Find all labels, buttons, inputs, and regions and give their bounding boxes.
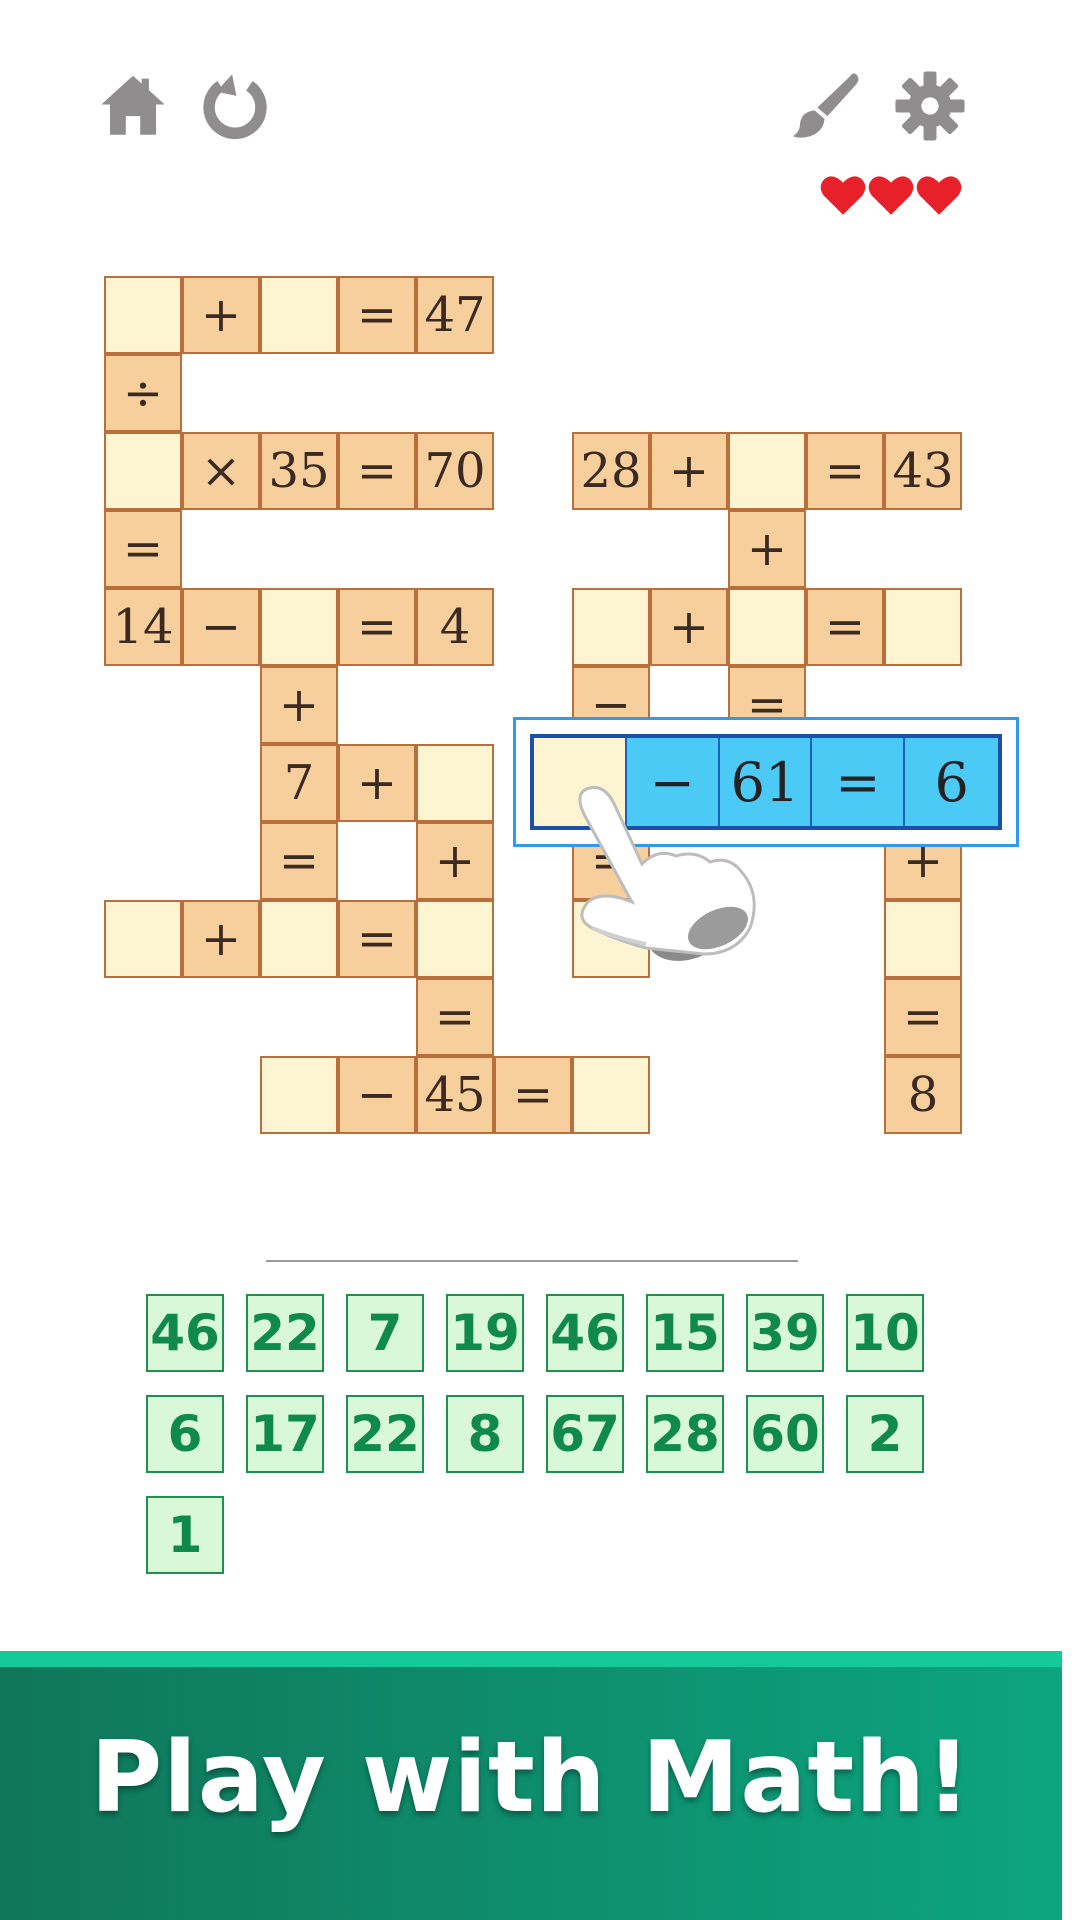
answer-tile[interactable]: 10: [846, 1294, 924, 1372]
grid-cell-blank[interactable]: [260, 900, 338, 978]
brush-icon: [792, 73, 859, 138]
grid-cell: 8: [884, 1056, 962, 1134]
grid-cell: +: [650, 432, 728, 510]
grid-cell: =: [884, 978, 962, 1056]
grid-cell-blank[interactable]: [104, 432, 182, 510]
grid-cell: =: [260, 822, 338, 900]
grid-cell-blank[interactable]: [728, 588, 806, 666]
banner-title: Play with Math!: [90, 1721, 972, 1835]
answer-tile[interactable]: 7: [346, 1294, 424, 1372]
grid-cell: =: [806, 432, 884, 510]
restart-button[interactable]: [199, 70, 271, 142]
heart-icon: [820, 172, 866, 218]
highlight-cell-operator: −: [626, 738, 720, 826]
grid-cell: ×: [182, 432, 260, 510]
grid-cell: −: [338, 1056, 416, 1134]
answer-tile[interactable]: 46: [546, 1294, 624, 1372]
grid-cell-blank[interactable]: [260, 1056, 338, 1134]
grid-cell: 28: [572, 432, 650, 510]
grid-cell-blank[interactable]: [104, 900, 182, 978]
highlight-cell-equals: =: [812, 738, 906, 826]
grid-cell: =: [494, 1056, 572, 1134]
answer-tile[interactable]: 46: [146, 1294, 224, 1372]
answer-tile[interactable]: 39: [746, 1294, 824, 1372]
gear-icon: [895, 71, 965, 141]
grid-cell: 43: [884, 432, 962, 510]
highlight-cell-blank[interactable]: [534, 738, 627, 826]
grid-cell: +: [728, 510, 806, 588]
home-button[interactable]: [97, 70, 169, 142]
grid-cell: +: [416, 822, 494, 900]
grid-cell: +: [650, 588, 728, 666]
grid-cell: =: [338, 432, 416, 510]
highlight-cell-result: 6: [905, 738, 999, 826]
highlight-cell-number: 61: [719, 738, 813, 826]
grid-cell: =: [338, 276, 416, 354]
grid-cell: =: [338, 588, 416, 666]
grid-cell: 4: [416, 588, 494, 666]
grid-cell: =: [806, 588, 884, 666]
answer-tile[interactable]: 22: [246, 1294, 324, 1372]
grid-cell-blank[interactable]: [572, 588, 650, 666]
grid-cell: 14: [104, 588, 182, 666]
grid-cell: ÷: [104, 354, 182, 432]
grid-cell: +: [182, 900, 260, 978]
answer-tile[interactable]: 8: [446, 1395, 524, 1473]
answer-tile[interactable]: 60: [746, 1395, 824, 1473]
grid-cell-blank[interactable]: [572, 900, 650, 978]
grid-cell: −: [182, 588, 260, 666]
grid-cell: +: [338, 744, 416, 822]
grid-cell-blank[interactable]: [884, 588, 962, 666]
grid-cell: +: [260, 666, 338, 744]
heart-icon: [868, 172, 914, 218]
home-icon: [101, 75, 165, 135]
grid-cell: =: [416, 978, 494, 1056]
grid-cell-blank[interactable]: [416, 900, 494, 978]
answer-tile[interactable]: 17: [246, 1395, 324, 1473]
settings-button[interactable]: [894, 70, 966, 142]
grid-cell-blank[interactable]: [260, 588, 338, 666]
grid-cell-blank[interactable]: [260, 276, 338, 354]
grid-cell: =: [104, 510, 182, 588]
answer-tile[interactable]: 1: [146, 1496, 224, 1574]
grid-cell-blank[interactable]: [104, 276, 182, 354]
answer-tile[interactable]: 22: [346, 1395, 424, 1473]
highlight-row: − 61 = 6: [530, 734, 1002, 830]
grid-cell-blank[interactable]: [572, 1056, 650, 1134]
grid-cell: 7: [260, 744, 338, 822]
grid-cell: 35: [260, 432, 338, 510]
divider: [266, 1260, 798, 1262]
grid-cell-blank[interactable]: [728, 432, 806, 510]
answer-tile[interactable]: 2: [846, 1395, 924, 1473]
heart-icon: [916, 172, 962, 218]
answer-tile[interactable]: 6: [146, 1395, 224, 1473]
banner-strip: [0, 1651, 1062, 1667]
grid-cell: =: [338, 900, 416, 978]
equation-highlight: − 61 = 6: [513, 717, 1019, 847]
grid-cell: 47: [416, 276, 494, 354]
restart-icon: [203, 74, 267, 140]
grid-cell-blank[interactable]: [884, 900, 962, 978]
answer-tile[interactable]: 19: [446, 1294, 524, 1372]
answer-tile[interactable]: 28: [646, 1395, 724, 1473]
grid-cell-blank[interactable]: [416, 744, 494, 822]
grid-cell: 70: [416, 432, 494, 510]
lives-indicator: [820, 172, 970, 222]
promo-banner: Play with Math!: [0, 1651, 1062, 1920]
answer-tile[interactable]: 15: [646, 1294, 724, 1372]
grid-cell: 45: [416, 1056, 494, 1134]
theme-button[interactable]: [790, 70, 862, 142]
answer-tile[interactable]: 67: [546, 1395, 624, 1473]
grid-cell: +: [182, 276, 260, 354]
